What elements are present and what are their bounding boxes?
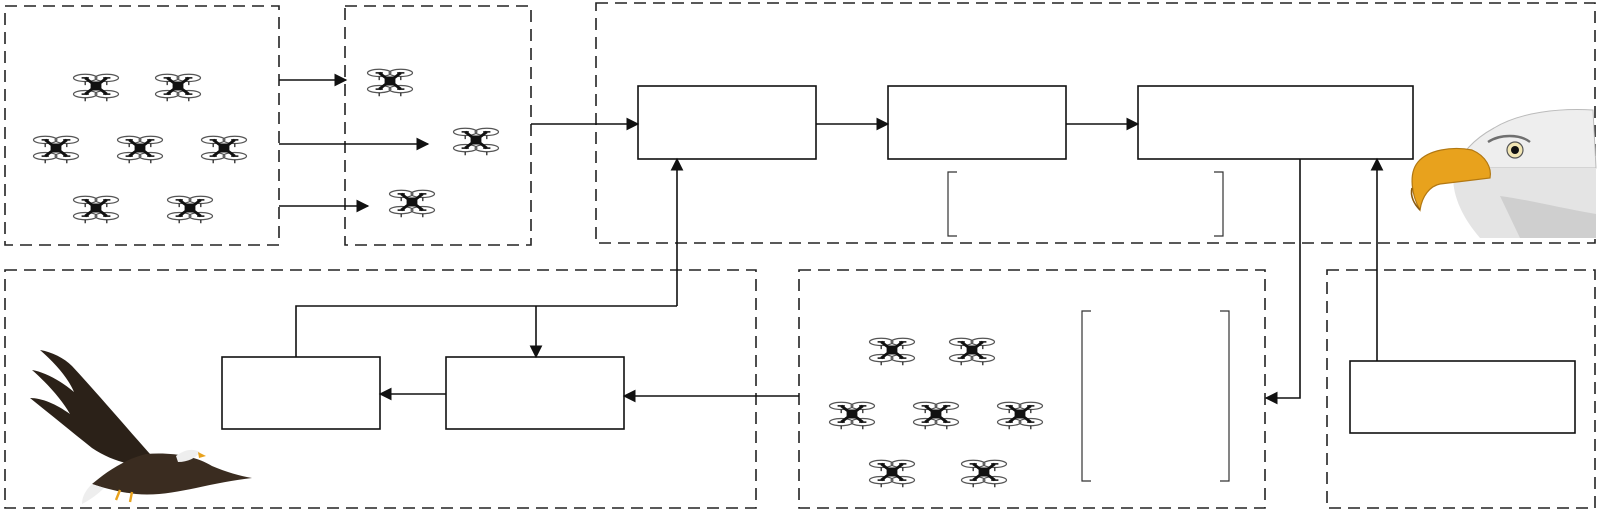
flying-eagle-icon xyxy=(30,350,252,504)
feedback-line xyxy=(295,305,677,357)
updated-swarm-drones xyxy=(828,336,1044,489)
initial-swarm-panel xyxy=(4,5,280,246)
process-box-2 xyxy=(887,85,1067,160)
arrow-box-3-to-updated-swarm xyxy=(1264,159,1301,405)
drone-icon xyxy=(960,458,1008,489)
drone-icon xyxy=(948,336,996,367)
drone-icon xyxy=(828,400,876,431)
bracket-right xyxy=(1214,171,1224,237)
drone-icon xyxy=(366,67,414,98)
eagle-head-icon xyxy=(1410,109,1597,238)
process-box-1 xyxy=(637,85,817,160)
drone-icon xyxy=(868,458,916,489)
drone-icon xyxy=(32,134,80,165)
drone-icon xyxy=(72,72,120,103)
drone-icon xyxy=(166,194,214,225)
drone-icon xyxy=(452,126,500,157)
drone-icon xyxy=(72,194,120,225)
bracket-right xyxy=(1220,310,1230,482)
bracket-left xyxy=(1081,310,1091,482)
process-box-4 xyxy=(221,356,381,430)
drone-icon xyxy=(912,400,960,431)
updated-swarm-panel xyxy=(798,269,1266,509)
process-box-5 xyxy=(445,356,625,430)
optimization-pipeline-panel xyxy=(595,2,1596,244)
process-box-6 xyxy=(1349,360,1576,434)
drone-icon xyxy=(154,72,202,103)
drone-icon xyxy=(996,400,1044,431)
drone-icon xyxy=(388,188,436,219)
drone-icon xyxy=(868,336,916,367)
drone-icon xyxy=(116,134,164,165)
input-panel xyxy=(1326,269,1596,509)
initial-swarm-drones xyxy=(32,72,248,225)
bracket-left xyxy=(947,171,957,237)
connector-arrows xyxy=(279,73,1384,405)
drone-icon xyxy=(200,134,248,165)
dispersed-swarm-panel xyxy=(344,5,532,246)
process-box-3 xyxy=(1137,85,1414,160)
